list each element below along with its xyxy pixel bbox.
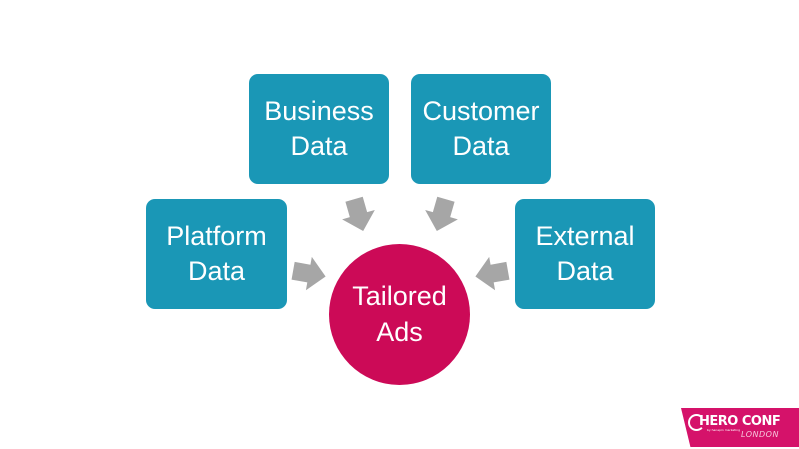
node-platform-line-1: Platform bbox=[166, 220, 267, 251]
logo-sub-text: by hanapin marketing bbox=[707, 428, 740, 432]
arrow-business-to-center bbox=[342, 196, 375, 231]
node-customer-line-2: Data bbox=[452, 131, 510, 161]
center-node-line-1: Tailored bbox=[352, 281, 447, 312]
hero-conf-logo: HERO CONF by hanapin marketing LONDON bbox=[681, 408, 799, 447]
node-external-line-1: External bbox=[535, 220, 635, 251]
logo-ring-icon bbox=[688, 414, 705, 431]
node-business-line-2: Data bbox=[290, 131, 348, 161]
node-external-data: External Data bbox=[515, 199, 655, 309]
arrow-platform-to-center bbox=[291, 256, 326, 291]
node-external-line-2: Data bbox=[556, 256, 614, 286]
logo-city-text: LONDON bbox=[741, 430, 779, 439]
node-business-line-1: Business bbox=[264, 95, 374, 126]
logo-main-text: HERO CONF bbox=[699, 414, 781, 429]
arrow-customer-to-center bbox=[425, 196, 458, 231]
node-platform-data: Platform Data bbox=[146, 199, 287, 309]
arrow-external-to-center bbox=[475, 256, 510, 291]
center-node-line-2: Ads bbox=[376, 316, 423, 347]
node-platform-line-2: Data bbox=[187, 256, 246, 286]
node-business-data: Business Data bbox=[249, 74, 389, 184]
node-customer-data: Customer Data bbox=[411, 74, 551, 184]
node-customer-line-1: Customer bbox=[422, 95, 540, 126]
center-node-tailored-ads: Tailored Ads bbox=[329, 244, 470, 385]
